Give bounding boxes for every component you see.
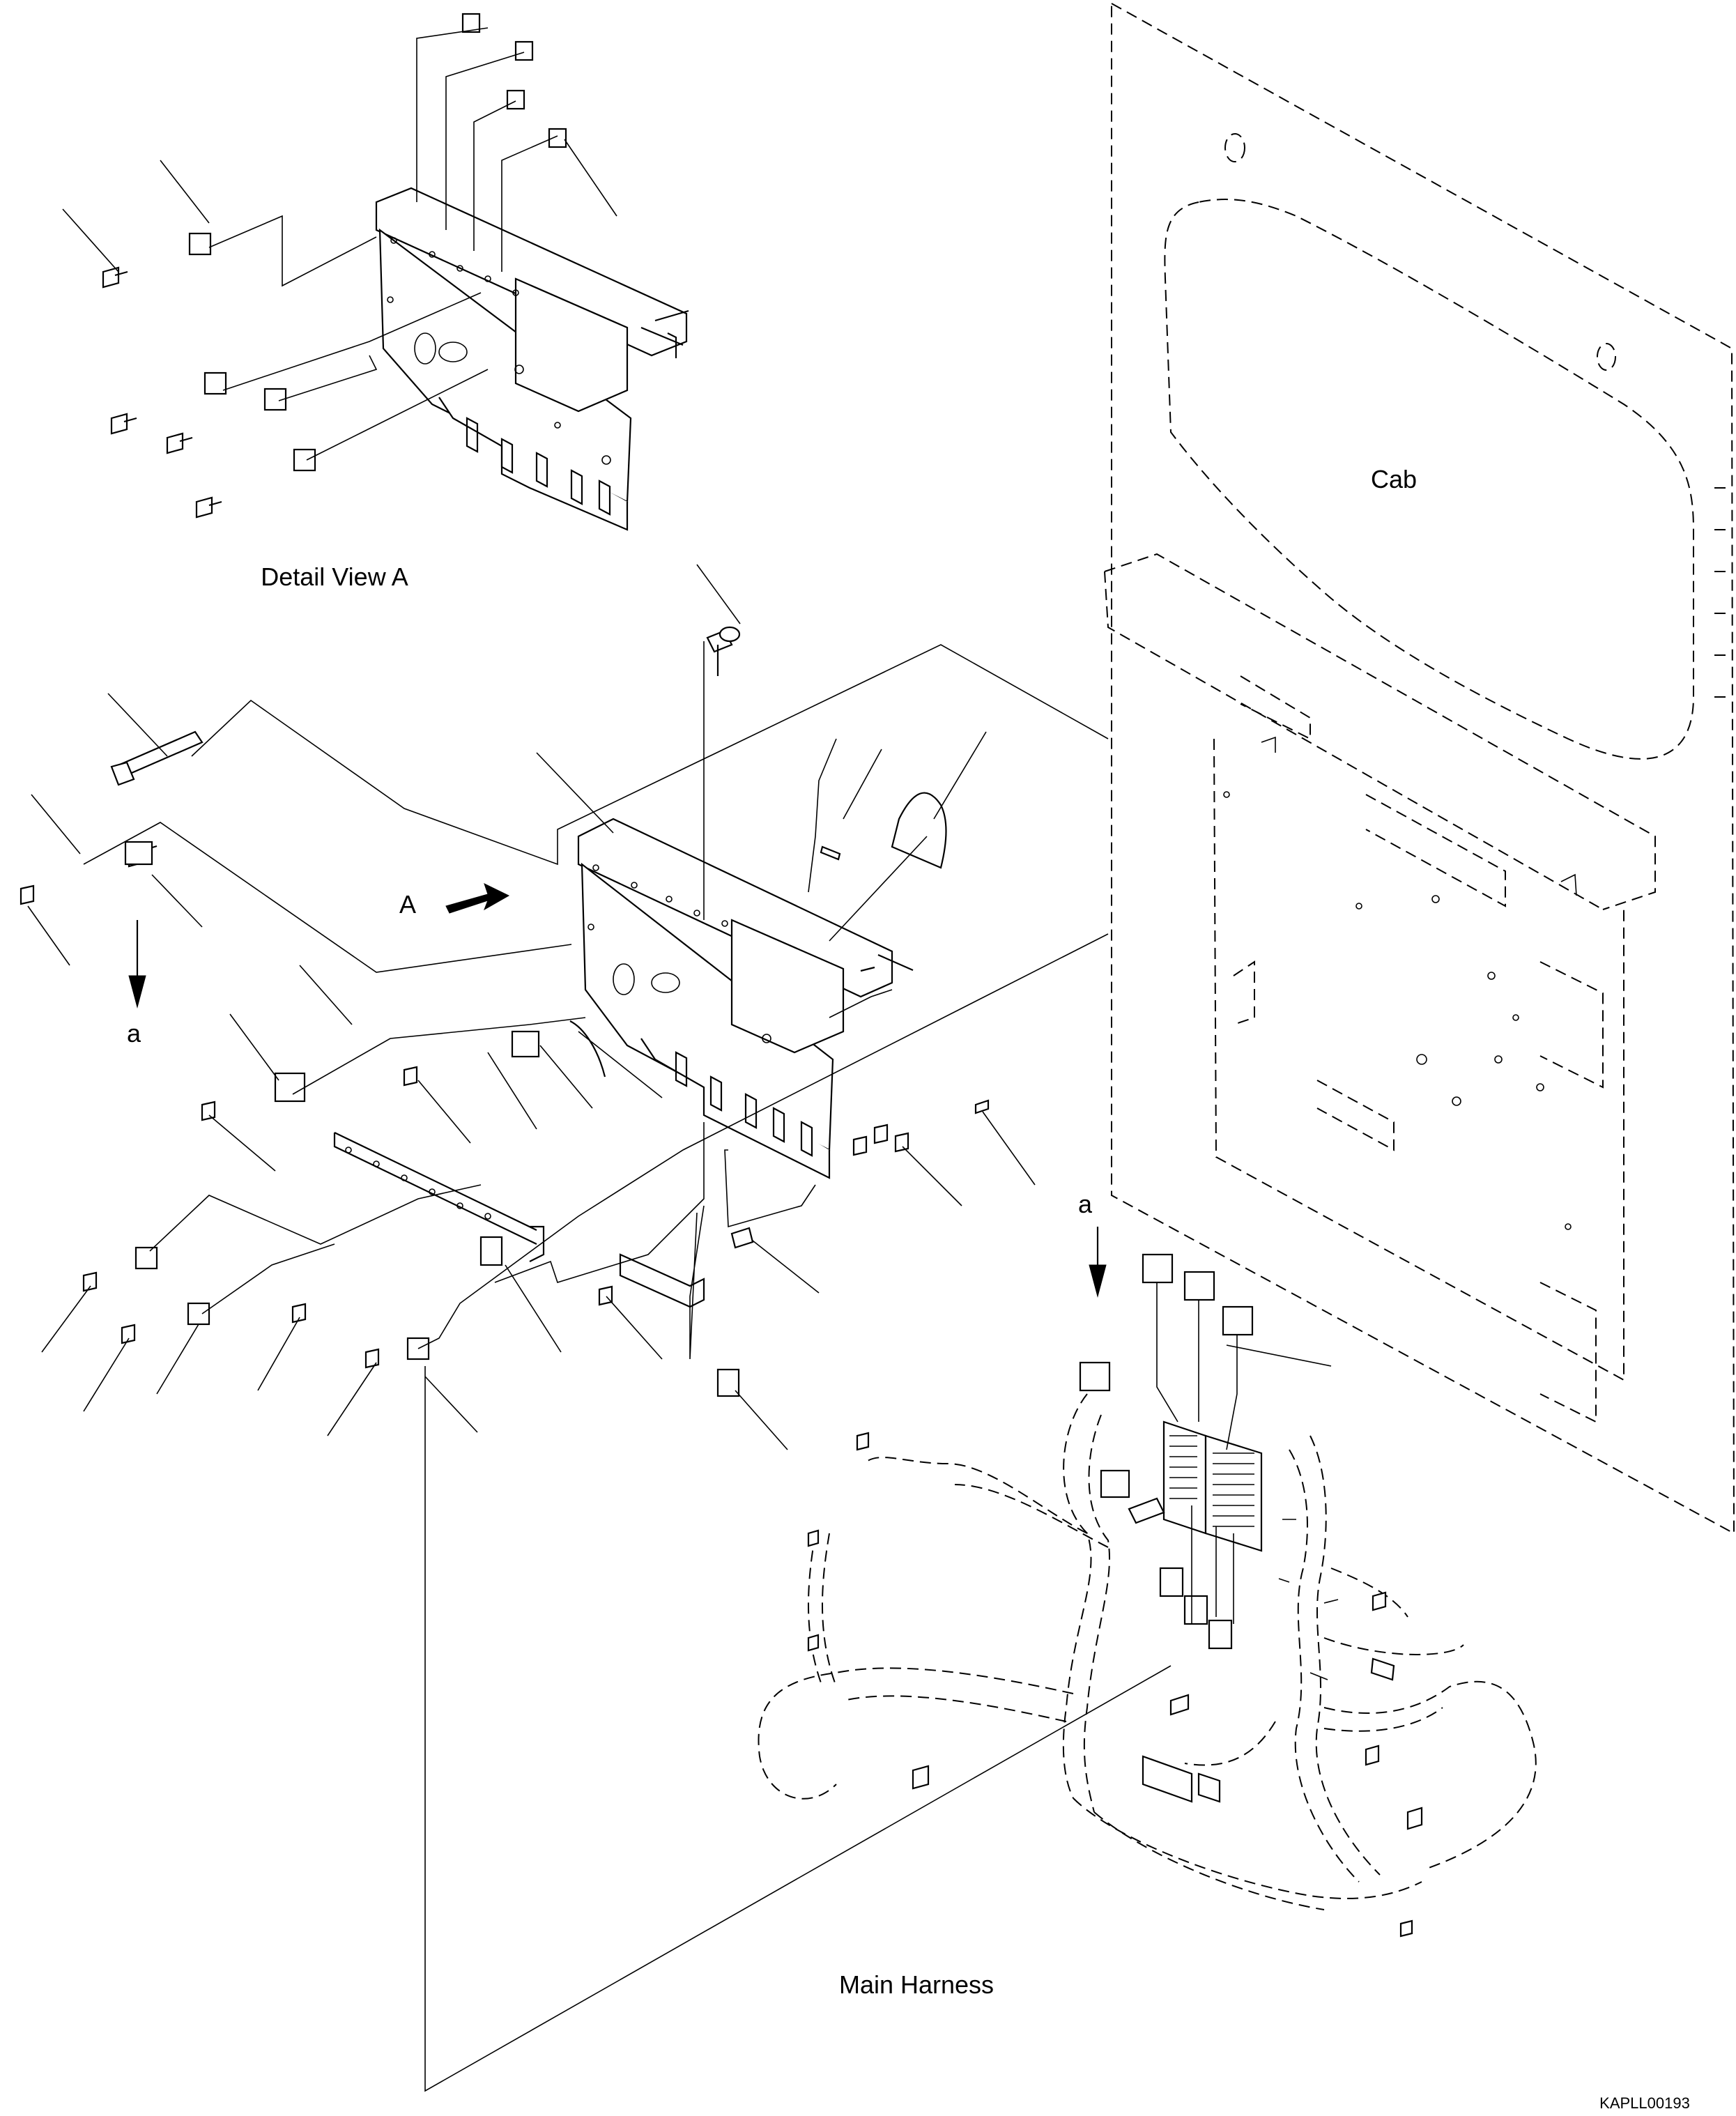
main-bracket-assembly <box>577 818 914 1179</box>
arrow-a-left-label: a <box>127 1019 141 1048</box>
arrow-a-right-label: a <box>1078 1190 1093 1218</box>
cab-outline <box>1104 3 1735 1535</box>
view-direction-arrow <box>445 883 510 914</box>
view-arrow-label: A <box>399 890 416 919</box>
arrow-a-left <box>128 920 146 1009</box>
main-harness <box>758 1253 1537 1938</box>
drawing-code: KAPLL00193 <box>1599 2094 1690 2112</box>
cab-label: Cab <box>1371 465 1417 493</box>
detail-view-a-assembly <box>375 187 689 531</box>
arrow-a-right <box>1089 1227 1107 1298</box>
detail-leader-lines <box>62 27 617 461</box>
main-harness-label: Main Harness <box>839 1970 994 1999</box>
detail-relays <box>102 13 567 519</box>
detail-view-label: Detail View A <box>261 562 408 591</box>
middle-leader-lines <box>27 564 1332 2092</box>
parts-middle <box>20 626 990 1397</box>
